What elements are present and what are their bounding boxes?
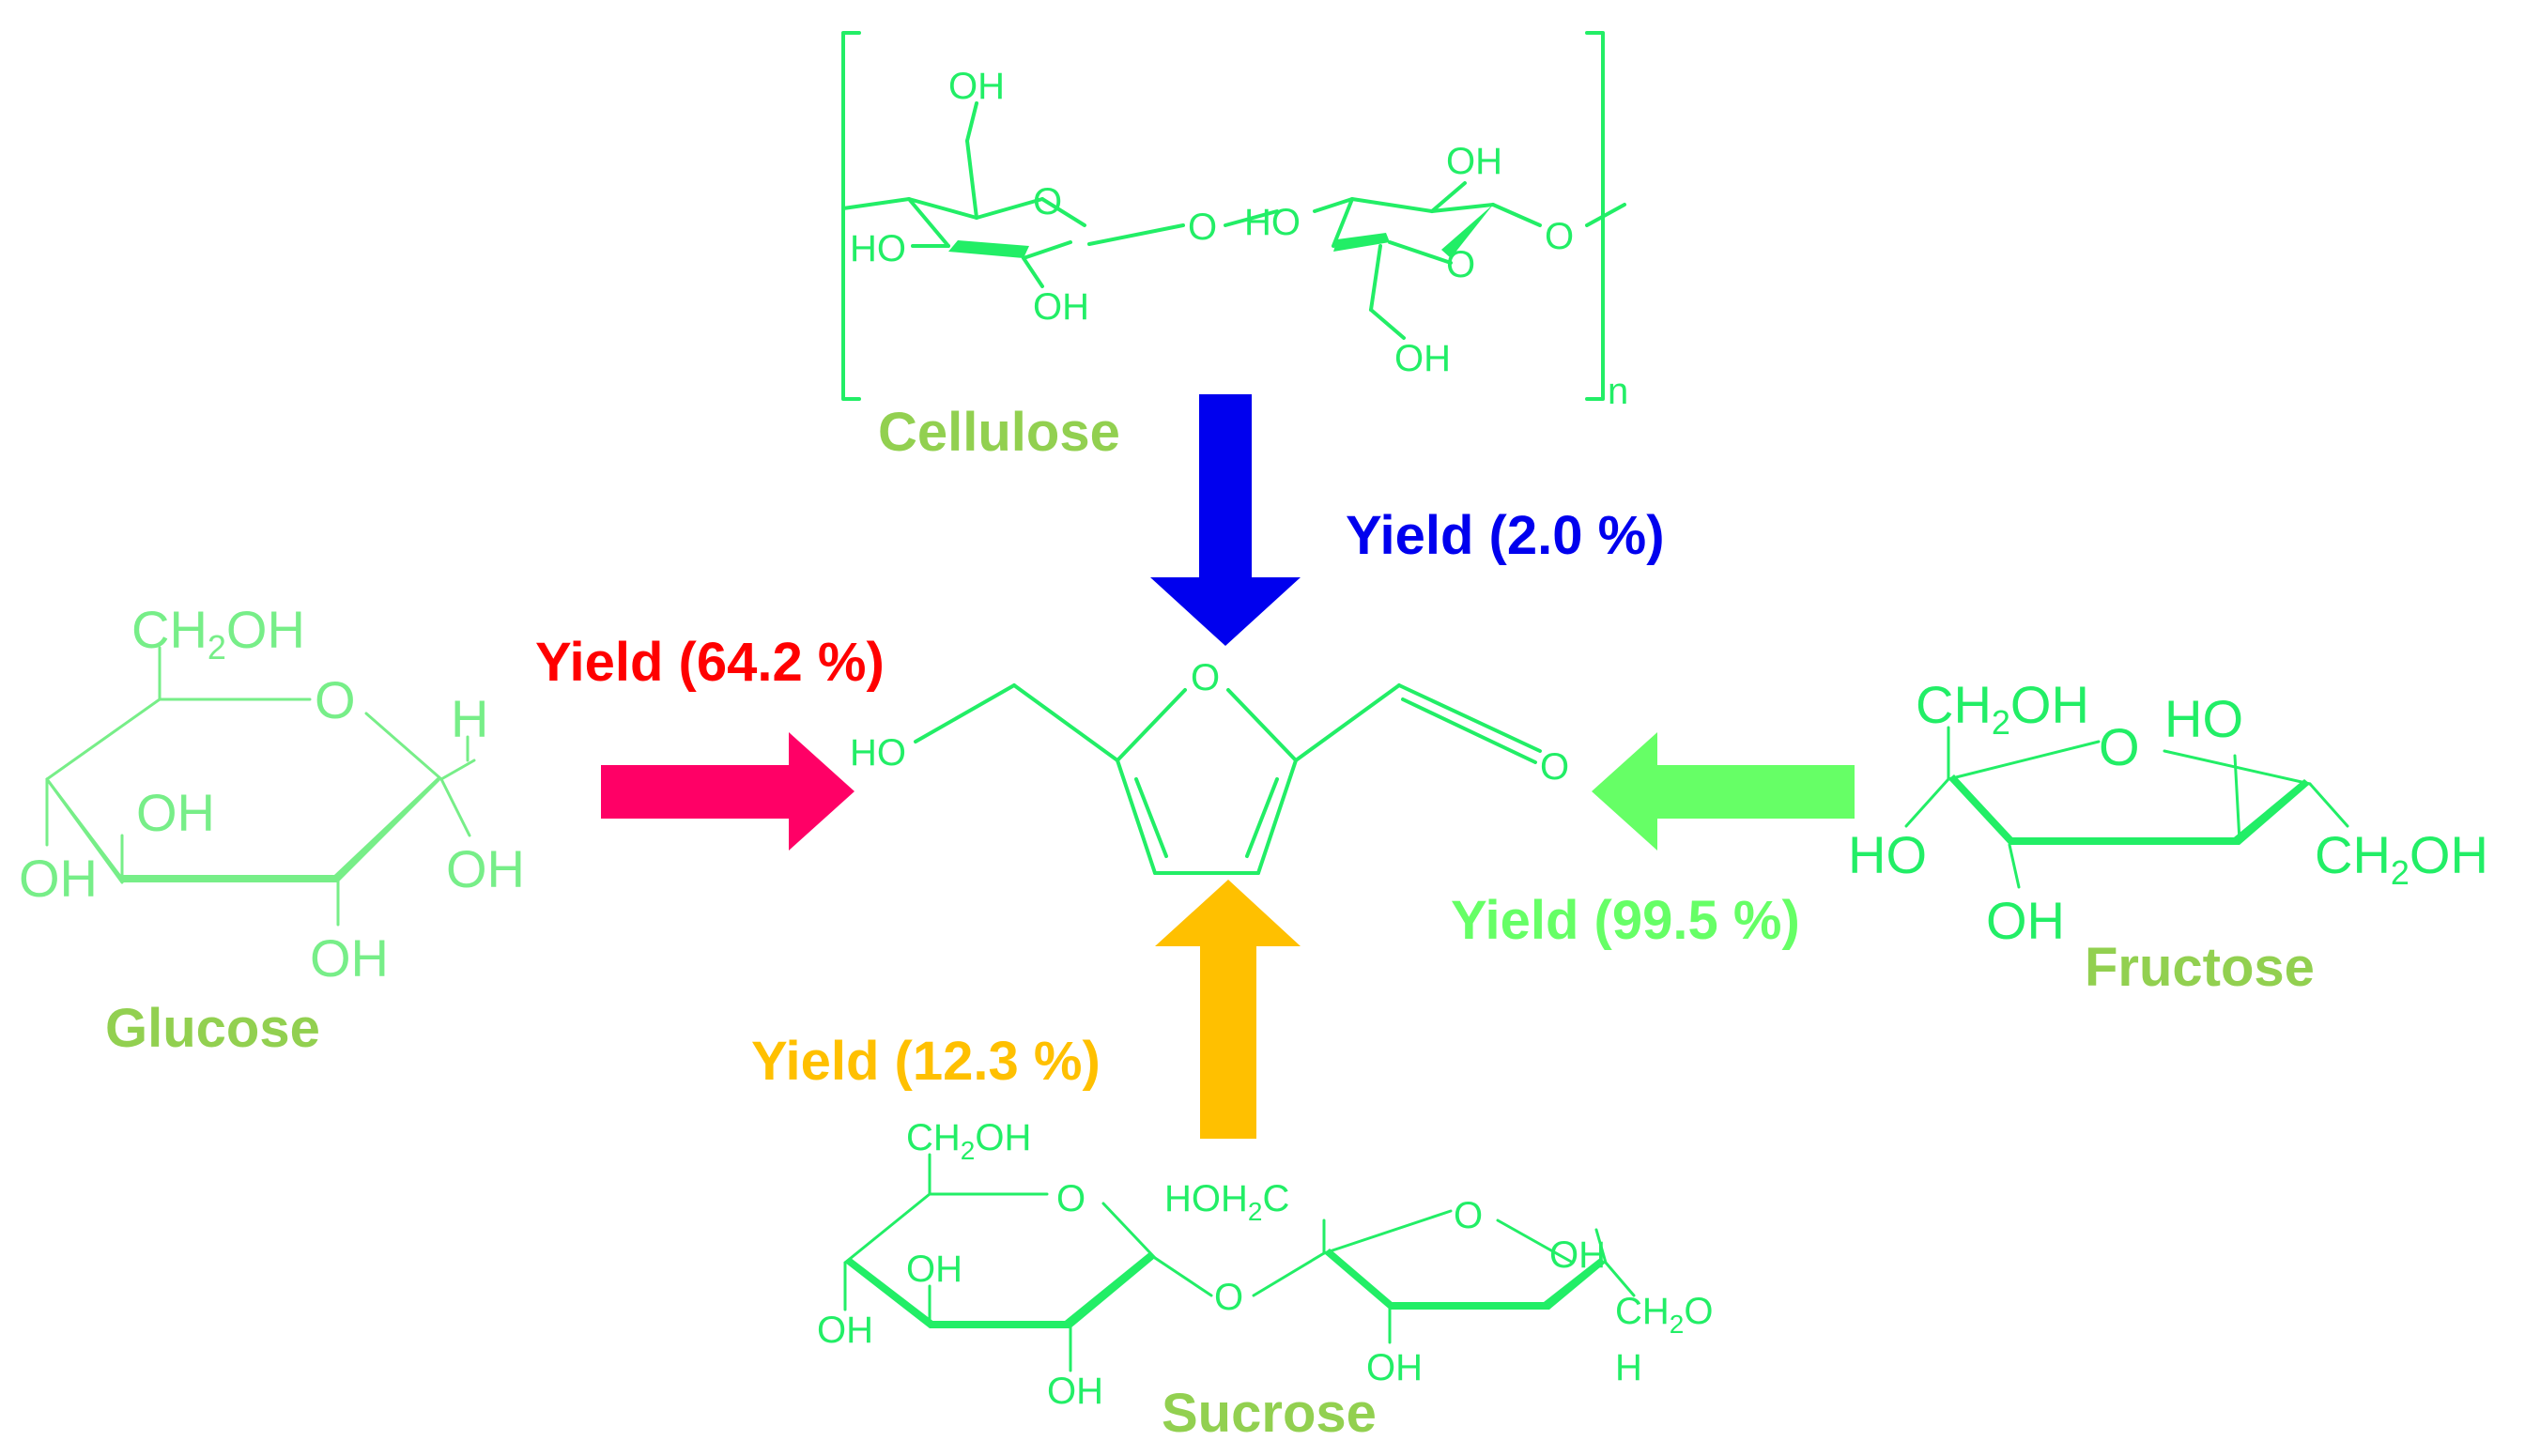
sucrose-atom-labels: CH2OH O HOH2C O OH OH OH O OH OH CH2O H [817,1117,1713,1412]
glucose-h: H [451,689,488,748]
glucose-ch2oh: CH2OH [131,600,305,667]
cellulose-atom-labels: OH OH HO HO OH OH O O O O n [850,66,1628,412]
glucose-oh-right: OH [446,839,525,898]
sucrose-ch2o: CH2O [1615,1291,1713,1339]
glucose-name-label: Glucose [105,998,320,1059]
glucose-atom-labels: CH2OH O H OH OH OH OH [19,600,525,988]
fructose-oh-bottom: OH [1986,891,2065,950]
glucose-arrow [601,732,854,851]
hmf-o-ring: O [1191,657,1220,698]
glucose-oh-bottom: OH [310,928,389,988]
hmf-ho: HO [850,732,906,774]
cellulose-o-ring2: O [1446,244,1475,285]
sucrose-oh-bottom: OH [1047,1371,1103,1412]
cellulose-ho-mid: HO [1244,202,1301,243]
fructose-arrow [1592,732,1855,851]
hmf-structure [914,683,1542,875]
fructose-ch2oh-right: CH2OH [2315,825,2488,892]
cellulose-ho-left: HO [850,228,906,269]
cellulose-name-label: Cellulose [878,402,1120,463]
glucose-oh-left: OH [19,849,98,908]
sucrose-oh-fru-bottom: OH [1366,1347,1423,1388]
sucrose-oh-left: OH [817,1310,873,1351]
fructose-ch2oh-top: CH2OH [1916,675,2089,742]
cellulose-oh-bottom-right: OH [1394,338,1451,379]
cellulose-oh-right-top: OH [1446,141,1502,182]
sucrose-o-ring2: O [1454,1195,1483,1236]
sucrose-oh-fru: OH [1549,1234,1606,1276]
sucrose-arrow [1155,880,1301,1139]
sucrose-ch2oh: CH2OH [906,1117,1031,1165]
sucrose-name-label: Sucrose [1162,1383,1377,1444]
sucrose-yield-label: Yield (12.3 %) [751,1031,1101,1092]
sucrose-h: H [1615,1347,1642,1388]
hmf-o-aldehyde: O [1540,746,1569,788]
cellulose-yield-label: Yield (2.0 %) [1346,505,1665,566]
sucrose-o-bridge: O [1214,1277,1243,1318]
glucose-o-ring: O [315,670,356,729]
fructose-yield-label: Yield (99.5 %) [1451,890,1800,951]
cellulose-oh-bottom-left: OH [1033,286,1089,328]
cellulose-o-ring1: O [1033,181,1062,222]
sucrose-o-ring1: O [1056,1178,1085,1219]
cellulose-o-end: O [1545,216,1574,257]
cellulose-n-subscript: n [1608,371,1628,412]
fructose-ho-left: HO [1848,825,1927,884]
glucose-oh-mid: OH [136,783,215,842]
fructose-o-ring: O [2099,717,2140,776]
fructose-name-label: Fructose [2085,937,2315,998]
sucrose-structure [843,1153,1636,1372]
cellulose-structure [841,31,1626,401]
cellulose-oh-top: OH [948,66,1005,107]
fructose-ho-top: HO [2164,689,2243,748]
fructose-structure [1904,726,2349,889]
hmf-atom-labels: HO O O [850,657,1569,788]
fructose-atom-labels: CH2OH HO O HO OH CH2OH [1848,675,2488,950]
glucose-structure [45,646,476,927]
cellulose-arrow [1150,394,1301,646]
sucrose-hoh2c: HOH2C [1164,1178,1289,1226]
sucrose-oh-mid1: OH [906,1249,962,1290]
cellulose-o-bridge: O [1188,207,1217,248]
glucose-yield-label: Yield (64.2 %) [535,632,885,693]
